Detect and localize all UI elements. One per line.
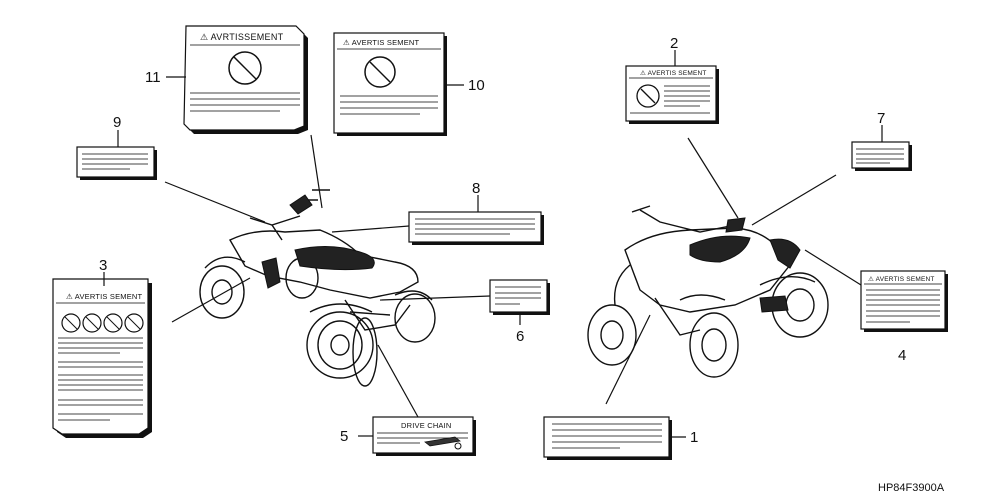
callout-6: 6 bbox=[516, 328, 524, 345]
label-10-header: ⚠ AVERTIS SEMENT bbox=[343, 38, 420, 47]
label-7 bbox=[851, 141, 912, 171]
label-2-header: ⚠ AVERTIS SEMENT bbox=[640, 69, 707, 77]
callout-7: 7 bbox=[877, 110, 885, 127]
label-9 bbox=[76, 146, 157, 180]
atv-front-view bbox=[587, 205, 829, 378]
callout-10: 10 bbox=[468, 77, 485, 94]
label-11: ⚠ AVRTISSEMENT bbox=[183, 25, 308, 134]
atv-rear-view bbox=[199, 189, 436, 387]
label-10: ⚠ AVERTIS SEMENT bbox=[333, 32, 447, 136]
callout-9: 9 bbox=[113, 114, 121, 131]
callout-4: 4 bbox=[898, 347, 906, 364]
leader-lines bbox=[164, 134, 862, 418]
label-4: ⚠ AVERTIS SEMENT bbox=[860, 270, 948, 332]
label-11-header: ⚠ AVRTISSEMENT bbox=[200, 32, 284, 42]
label-6 bbox=[489, 279, 550, 315]
callout-3: 3 bbox=[99, 257, 107, 274]
label-3-header: ⚠ AVERTIS SEMENT bbox=[66, 292, 143, 301]
part-code: HP84F3900A bbox=[878, 482, 945, 494]
label-8 bbox=[408, 211, 544, 245]
callout-11: 11 bbox=[145, 69, 161, 86]
label-5: DRIVE CHAIN bbox=[372, 416, 476, 456]
callout-2: 2 bbox=[670, 35, 678, 52]
warning-icons-row bbox=[61, 313, 144, 333]
label-2: ⚠ AVERTIS SEMENT bbox=[625, 65, 719, 124]
label-1 bbox=[543, 416, 672, 460]
label-3: ⚠ AVERTIS SEMENT bbox=[52, 278, 152, 438]
label-4-header: ⚠ AVERTIS SEMENT bbox=[868, 275, 935, 283]
callout-8: 8 bbox=[472, 180, 480, 197]
callout-1: 1 bbox=[690, 429, 698, 446]
chain-icon bbox=[424, 436, 462, 450]
callout-5: 5 bbox=[340, 428, 348, 445]
label-5-header: DRIVE CHAIN bbox=[401, 421, 452, 430]
